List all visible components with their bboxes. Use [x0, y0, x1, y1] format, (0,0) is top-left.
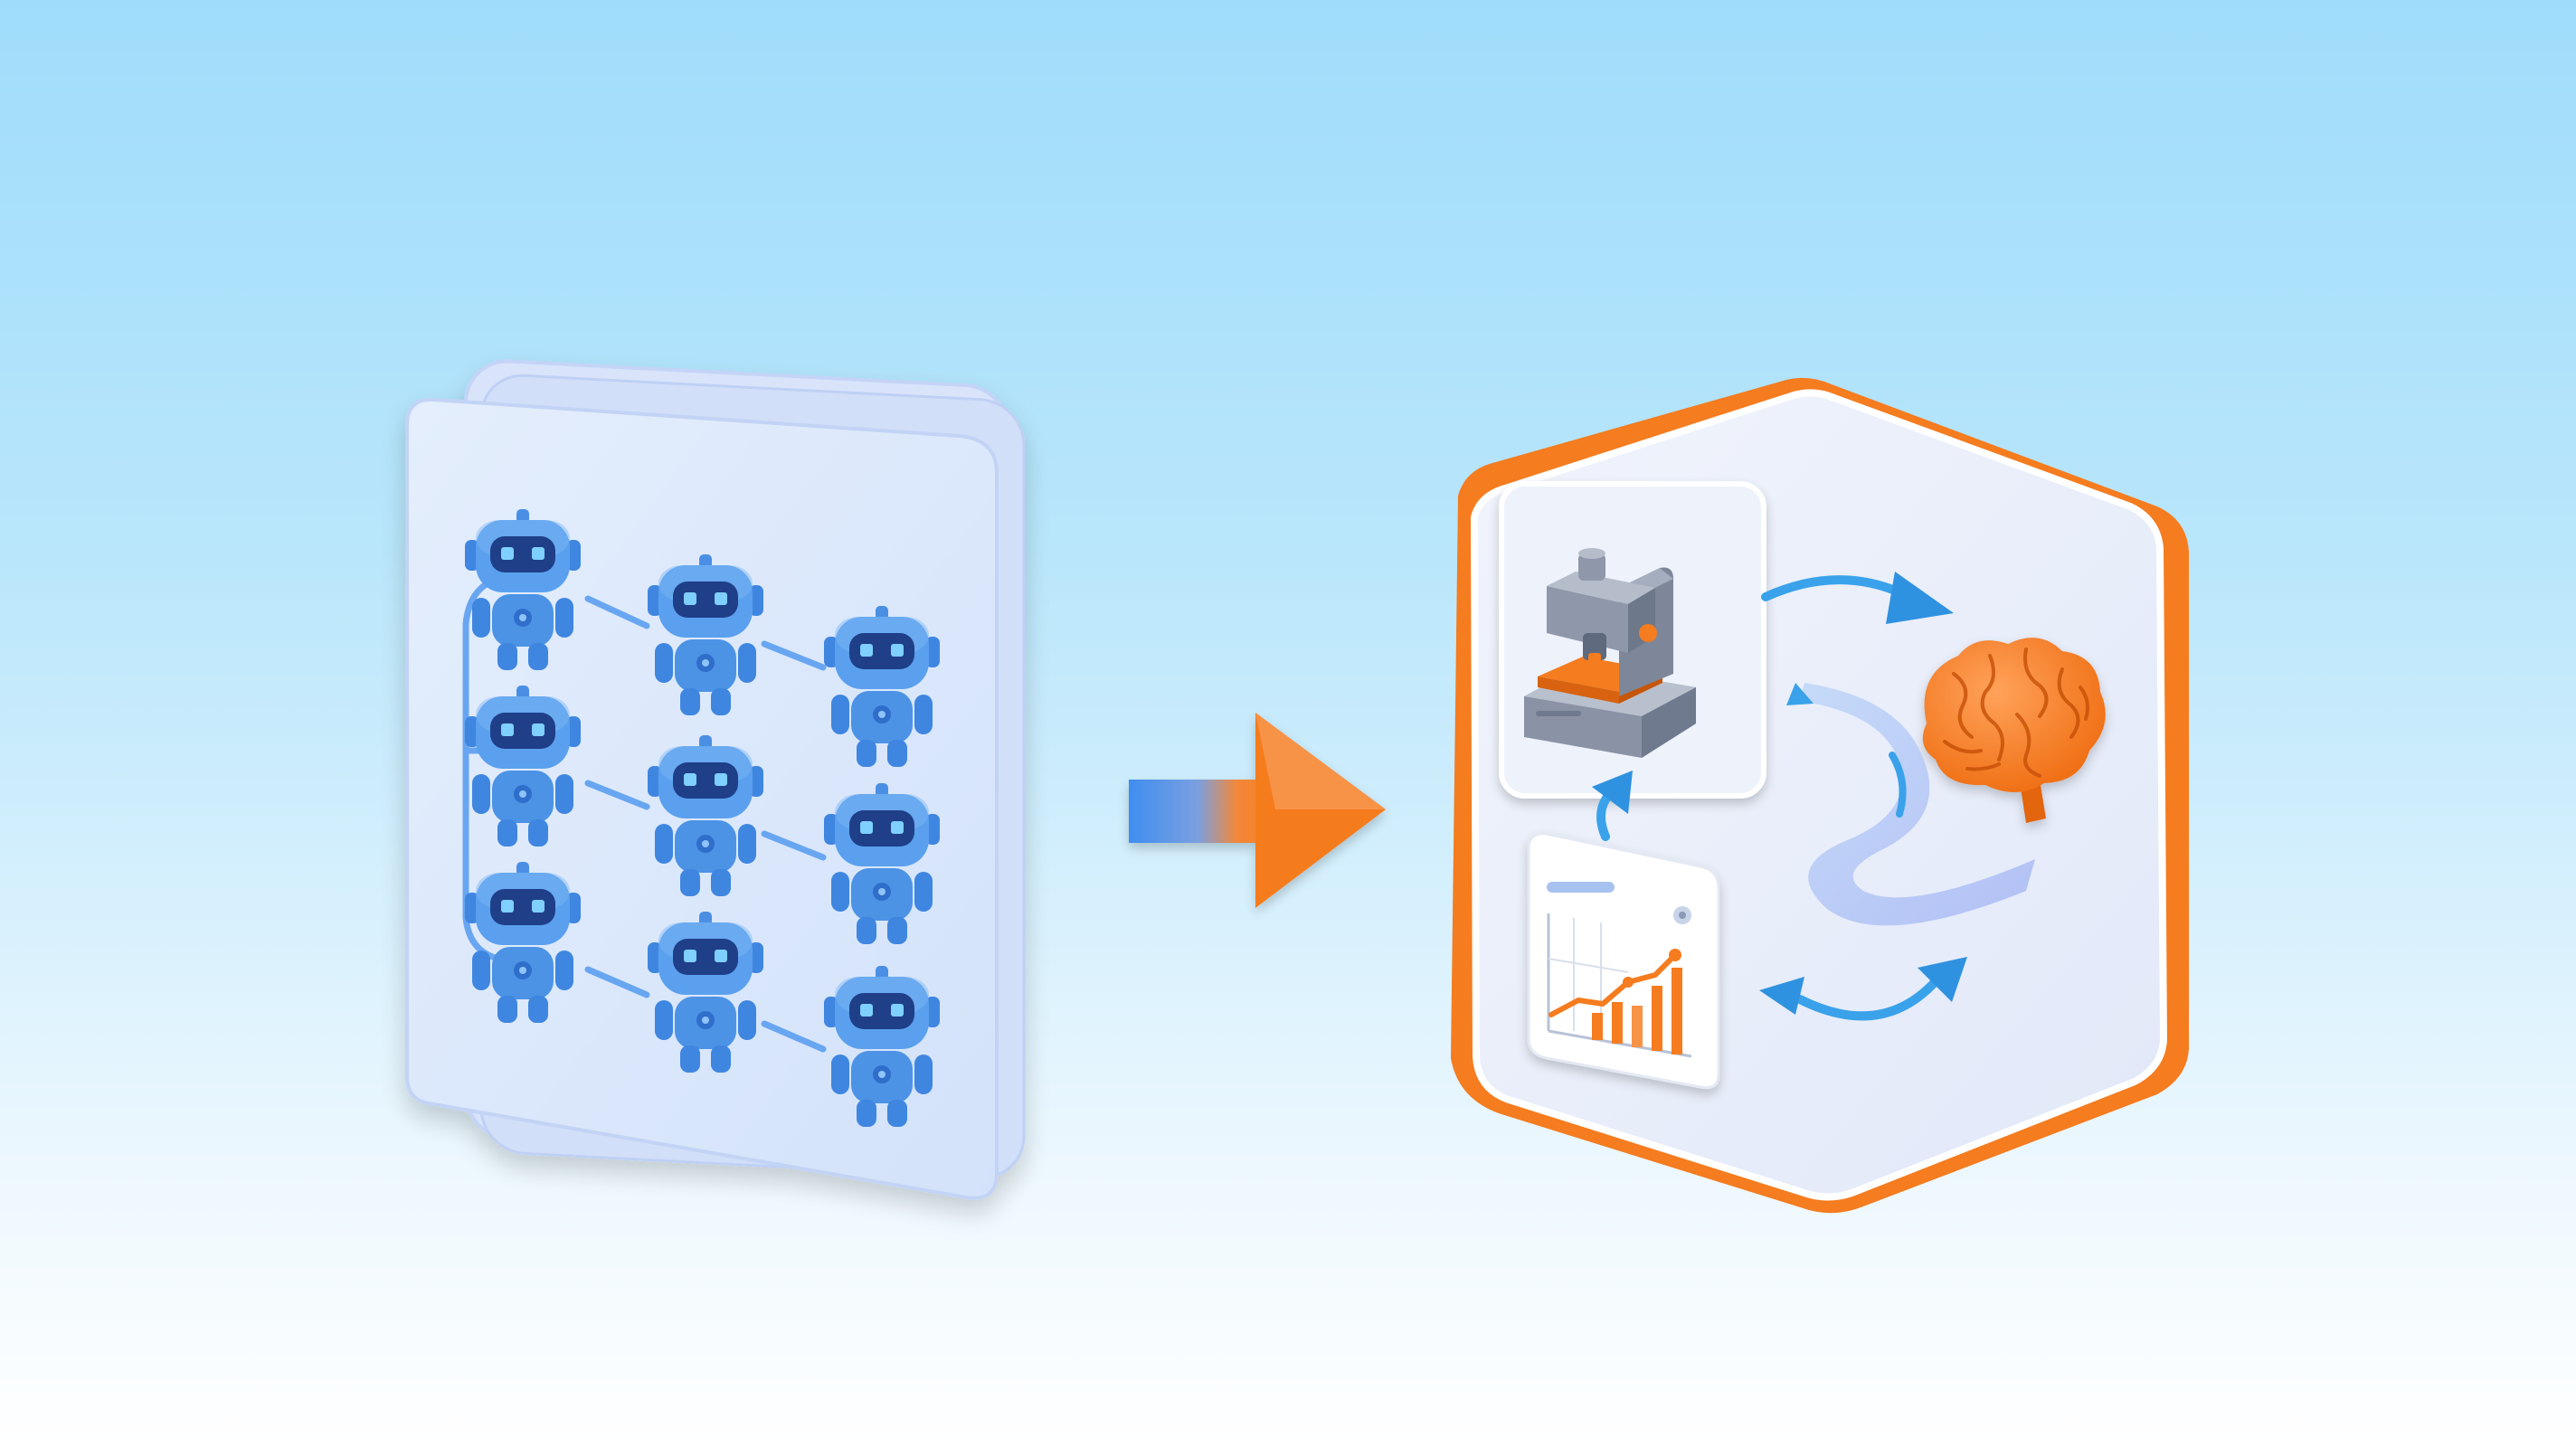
analytics-chart-icon — [1547, 882, 1692, 1058]
cycle-arrows-icon — [1592, 572, 2035, 1021]
analytics-chart-tile — [1527, 832, 1720, 1090]
arrow-right-icon — [1129, 713, 1386, 908]
microscope-icon — [1524, 548, 1696, 758]
brain-icon — [1922, 638, 2106, 823]
